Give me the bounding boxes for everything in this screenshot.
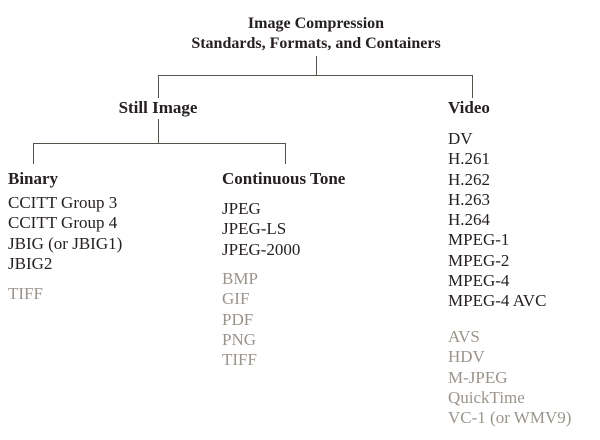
connector-still-image-stem [158,119,159,143]
binary-standards-list: CCITT Group 3 CCITT Group 4 JBIG (or JBI… [8,193,122,274]
list-item: H.261 [448,149,491,169]
list-item-muted: QuickTime [448,387,525,407]
list-item: H.262 [448,169,491,189]
connector-drop-video [472,75,473,98]
connector-still-horizontal [33,143,286,144]
list-item: JBIG (or JBIG1) [8,233,123,253]
list-item-muted: BMP [222,269,258,288]
title-line-1: Image Compression [247,15,385,32]
list-item: H.264 [448,210,491,230]
continuous-tone-formats-list: BMP GIF PDF PNG TIFF [222,269,258,370]
connector-drop-continuous-tone [285,143,286,164]
list-item: JBIG2 [8,253,53,273]
diagram-title: Image Compression Standards, Formats, an… [66,14,566,54]
binary-formats-list: TIFF [8,284,43,304]
continuous-tone-standards-list: JPEG JPEG-LS JPEG-2000 [222,199,300,260]
list-item-muted: VC-1 (or WMV9) [448,408,572,428]
connector-title-stem [316,56,317,75]
list-item-muted: AVS [448,327,480,346]
list-item: MPEG-2 [448,250,510,270]
node-video: Video [448,98,490,117]
list-item-muted: TIFF [222,350,257,370]
list-item: H.263 [448,189,491,209]
list-item-muted: M-JPEG [448,367,508,387]
list-item: CCITT Group 4 [8,213,118,233]
list-item: MPEG-4 AVC [448,291,547,311]
list-item: CCITT Group 3 [8,193,118,212]
list-item: JPEG-LS [222,219,287,239]
list-item-muted: PDF [222,309,254,329]
list-item: DV [448,129,473,148]
list-item-muted: HDV [448,347,485,367]
node-binary: Binary [8,169,59,188]
connector-drop-still-image [158,75,159,98]
list-item-muted: TIFF [8,284,43,303]
title-line-2: Standards, Formats, and Containers [191,35,441,52]
list-item: JPEG-2000 [222,239,301,259]
node-still-image: Still Image [118,98,198,117]
list-item-muted: GIF [222,289,250,309]
list-item: MPEG-1 [448,230,510,250]
connector-top-horizontal [158,75,473,76]
video-standards-list: DV H.261 H.262 H.263 H.264 MPEG-1 MPEG-2… [448,129,546,312]
list-item: MPEG-4 [448,271,510,291]
connector-drop-binary [33,143,34,164]
video-formats-list: AVS HDV M-JPEG QuickTime VC-1 (or WMV9) [448,327,571,428]
node-continuous-tone: Continuous Tone [222,169,346,188]
list-item-muted: PNG [222,329,257,349]
list-item: JPEG [222,199,261,218]
